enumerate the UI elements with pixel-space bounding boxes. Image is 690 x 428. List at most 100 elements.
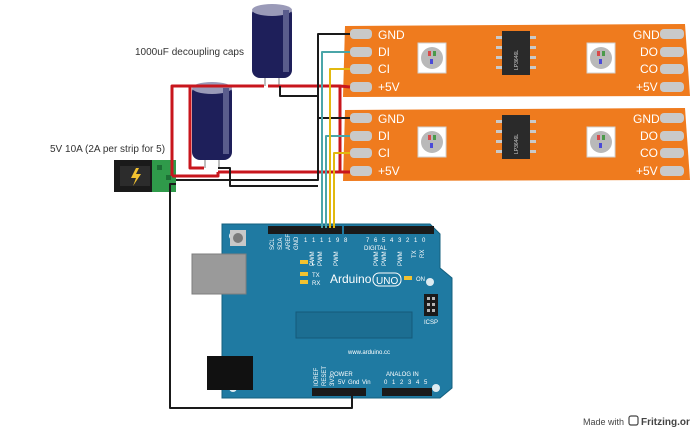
strip2-pin-co: CO bbox=[640, 146, 658, 160]
svg-text:PWM: PWM bbox=[374, 251, 380, 266]
wire-clock-strip2 bbox=[333, 152, 350, 228]
svg-text:6: 6 bbox=[374, 238, 378, 244]
svg-text:1: 1 bbox=[312, 238, 316, 244]
fritzing-icon bbox=[628, 415, 639, 426]
svg-text:RX: RX bbox=[420, 250, 426, 258]
made-with-text: Made with bbox=[583, 417, 624, 427]
onboard-leds bbox=[300, 260, 412, 284]
analog-pin-labels: 0 1 2 3 4 5 bbox=[384, 380, 428, 386]
led-on-label: ON bbox=[416, 277, 425, 283]
led-strip-2-left-pads bbox=[350, 113, 372, 176]
usb-b-connector bbox=[191, 253, 247, 295]
svg-text:1: 1 bbox=[414, 238, 418, 244]
arduino-uno-board: SCL SDA AREF GND 1 1 1 1 9 8 PWM PWM PWM… bbox=[191, 223, 453, 399]
svg-text:PWM: PWM bbox=[334, 251, 340, 266]
power-label: POWER bbox=[330, 372, 353, 378]
strip2-led-2 bbox=[586, 126, 616, 158]
capacitor-bottom bbox=[192, 82, 232, 168]
dc-barrel-jack bbox=[207, 356, 253, 390]
capacitor-top bbox=[252, 4, 292, 86]
led-strip-2: GND DI CI +5V LP3646L bbox=[343, 108, 690, 181]
strip1-pin-gnd-right: GND bbox=[633, 28, 660, 42]
svg-text:0: 0 bbox=[422, 238, 426, 244]
svg-text:PWM: PWM bbox=[382, 251, 388, 266]
strip1-pin-5v-right: +5V bbox=[636, 80, 658, 94]
svg-text:4: 4 bbox=[416, 380, 420, 386]
uno-badge bbox=[372, 272, 402, 287]
power-jack bbox=[114, 160, 176, 192]
strip2-pin-gnd-left: GND bbox=[378, 112, 405, 126]
svg-text:1: 1 bbox=[304, 238, 308, 244]
svg-text:4: 4 bbox=[390, 238, 394, 244]
strip1-pin-ci: CI bbox=[378, 62, 390, 76]
strip2-ic-label: LP3646L bbox=[514, 134, 520, 154]
svg-text:PWM: PWM bbox=[310, 251, 316, 266]
strip1-pin-di: DI bbox=[378, 45, 390, 59]
svg-text:3: 3 bbox=[398, 238, 402, 244]
svg-text:AREF: AREF bbox=[286, 234, 292, 250]
svg-text:7: 7 bbox=[366, 238, 370, 244]
fritzing-brand[interactable]: Fritzing.org bbox=[641, 417, 690, 428]
svg-text:SDA: SDA bbox=[278, 238, 284, 250]
wire-5v-strip2-join bbox=[172, 172, 220, 178]
led-strip-1-right-pads bbox=[660, 29, 684, 92]
wire-data-strip2 bbox=[325, 135, 350, 228]
strip2-pin-5v-left: +5V bbox=[378, 164, 400, 178]
icsp-header bbox=[424, 294, 438, 316]
strip2-pin-gnd-right: GND bbox=[633, 112, 660, 126]
wire-gnd-arduino bbox=[169, 183, 353, 409]
strip1-led-1 bbox=[417, 42, 447, 74]
wire-gnd-cap-bottom bbox=[218, 167, 318, 187]
svg-text:PWM: PWM bbox=[398, 251, 404, 266]
strip2-pin-di: DI bbox=[378, 129, 390, 143]
svg-text:SCL: SCL bbox=[270, 238, 276, 250]
icsp-label: ICSP bbox=[424, 320, 438, 326]
strip1-pin-5v-left: +5V bbox=[378, 80, 400, 94]
fritzing-footer[interactable]: Made with Fritzing.org bbox=[583, 415, 690, 428]
strip1-pin-co: CO bbox=[640, 62, 658, 76]
strip2-led-1 bbox=[417, 126, 447, 158]
reset-button[interactable] bbox=[230, 230, 246, 246]
strip2-ic: LP3646L bbox=[496, 115, 536, 159]
strip2-pin-5v-right: +5V bbox=[636, 164, 658, 178]
wire-gnd-cap-top bbox=[279, 86, 318, 97]
led-strip-1: GND DI CI +5V LP3646L bbox=[343, 24, 690, 97]
svg-text:GND: GND bbox=[294, 236, 300, 250]
digital-header-labels: SCL SDA AREF GND 1 1 1 1 9 8 PWM PWM PWM… bbox=[270, 234, 426, 266]
wire-data-strip1 bbox=[321, 51, 350, 228]
svg-text:PWM: PWM bbox=[318, 251, 324, 266]
analog-label: ANALOG IN bbox=[386, 372, 419, 378]
svg-text:8: 8 bbox=[344, 238, 348, 244]
strip2-pin-ci: CI bbox=[378, 146, 390, 160]
svg-text:Vin: Vin bbox=[362, 380, 371, 386]
strip1-pin-do: DO bbox=[640, 45, 658, 59]
strip1-led-2 bbox=[586, 42, 616, 74]
strip1-ic: LP3646L bbox=[496, 31, 536, 75]
atmega-chip bbox=[295, 311, 413, 339]
svg-text:3: 3 bbox=[408, 380, 412, 386]
led-strip-1-left-pads bbox=[350, 29, 372, 92]
power-header bbox=[312, 388, 366, 396]
svg-text:IOREF: IOREF bbox=[314, 367, 320, 386]
svg-text:2: 2 bbox=[406, 238, 410, 244]
svg-text:0: 0 bbox=[384, 380, 388, 386]
svg-text:1: 1 bbox=[392, 380, 396, 386]
svg-text:2: 2 bbox=[400, 380, 404, 386]
wire-5v-cap-bottom bbox=[188, 86, 204, 170]
svg-text:9: 9 bbox=[336, 238, 340, 244]
led-strip-2-right-pads bbox=[660, 113, 684, 176]
svg-text:RESET: RESET bbox=[322, 366, 328, 386]
caps-annotation: 1000uF decoupling caps bbox=[135, 47, 244, 58]
arduino-url: www.arduino.cc bbox=[347, 350, 390, 356]
svg-text:1: 1 bbox=[320, 238, 324, 244]
digital-header bbox=[268, 226, 434, 234]
analog-header bbox=[382, 388, 432, 396]
svg-text:3V3: 3V3 bbox=[330, 375, 336, 386]
wire-gnd-strip1 bbox=[176, 33, 350, 181]
led-rx-label: RX bbox=[312, 281, 320, 287]
psu-annotation: 5V 10A (2A per strip for 5) bbox=[50, 144, 165, 155]
svg-text:1: 1 bbox=[328, 238, 332, 244]
led-l-label: L bbox=[312, 261, 316, 267]
svg-text:5: 5 bbox=[382, 238, 386, 244]
